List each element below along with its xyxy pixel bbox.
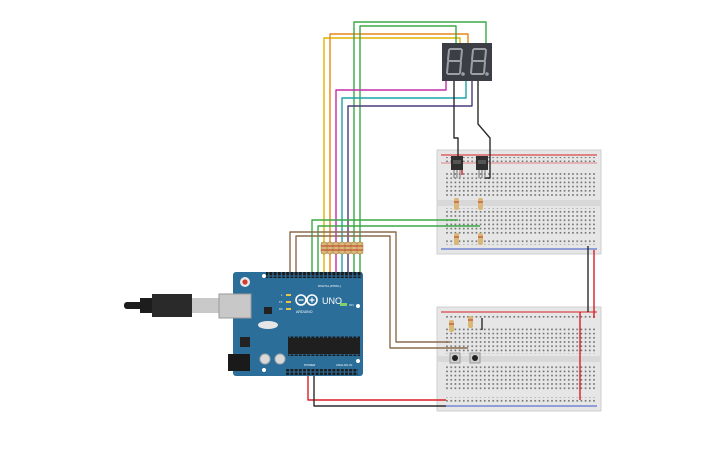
digital-header — [266, 272, 362, 278]
wire-orange — [329, 33, 469, 272]
digital-header-label: DIGITAL (PWM~) — [318, 284, 341, 288]
microcontroller-chip — [288, 338, 360, 354]
wire-dark — [347, 80, 473, 272]
led-l-label: L — [281, 293, 283, 297]
wire-green-tb-1 — [311, 219, 458, 272]
power-jack — [228, 354, 250, 371]
resistor-bb-1[interactable] — [449, 320, 454, 332]
wire-black-display-2 — [477, 80, 491, 179]
wire-green-2 — [359, 25, 457, 272]
pushbutton-1[interactable] — [449, 352, 461, 364]
led-rx-label: RX — [279, 307, 283, 311]
wire-brown-2 — [295, 235, 468, 349]
led-tx-label: TX — [279, 300, 283, 304]
arduino-logo — [295, 294, 318, 306]
usb-cable — [124, 294, 220, 317]
wire-black-display-1 — [453, 80, 459, 156]
brand-label: ARDUINO — [296, 310, 313, 314]
resistor-tb-2[interactable] — [478, 198, 483, 210]
uno-label: UNO — [322, 296, 342, 306]
resistor-tb-4[interactable] — [478, 233, 483, 245]
breadboard-top[interactable] — [436, 149, 602, 255]
transistor-2[interactable] — [476, 156, 488, 178]
transistor-1[interactable] — [451, 156, 463, 178]
wires — [289, 21, 595, 407]
usb-port — [218, 293, 252, 319]
digit-2 — [470, 48, 489, 76]
arduino-uno[interactable]: UNO ARDUINO DIGITAL (PWM~) POWER ANALOG … — [218, 272, 363, 376]
on-led-label: ON — [349, 303, 354, 307]
resistor-tb-3[interactable] — [454, 233, 459, 245]
wire-green-tb-2 — [317, 225, 480, 272]
digit-1 — [446, 48, 465, 76]
wire-red-5v — [307, 375, 446, 401]
resistor-bb-2[interactable] — [468, 316, 473, 328]
power-analog-header — [286, 369, 358, 375]
breadboard-bottom[interactable] — [436, 306, 602, 412]
pushbutton-2[interactable] — [469, 352, 481, 364]
resistor-bank[interactable] — [320, 241, 364, 255]
wire-teal — [341, 80, 467, 272]
wire-black-gnd — [313, 375, 446, 407]
wire-magenta — [335, 80, 447, 272]
wire-yellow — [323, 37, 461, 272]
seven-segment-display[interactable] — [442, 43, 492, 81]
wire-brown-1 — [289, 231, 450, 343]
resistor-tb-1[interactable] — [454, 198, 459, 210]
analog-header-label: ANALOG IN — [336, 363, 352, 367]
power-header-label: POWER — [304, 363, 316, 367]
